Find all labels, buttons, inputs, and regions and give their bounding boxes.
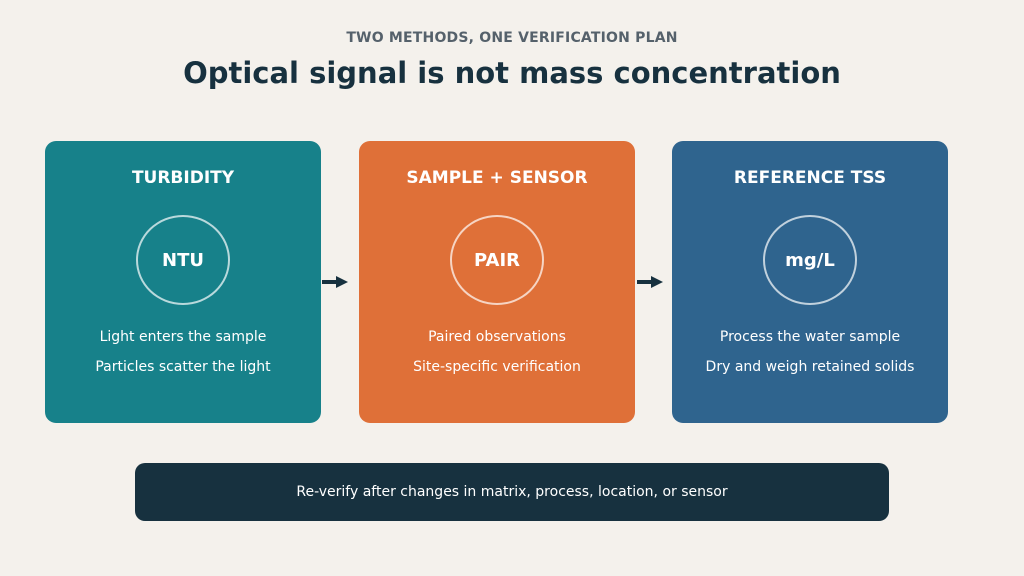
reference-tss-card: REFERENCE TSS mg/L Process the water sam… [672, 141, 948, 423]
sample-sensor-card: SAMPLE + SENSOR PAIR Paired observations… [359, 141, 635, 423]
reverify-note: Re-verify after changes in matrix, proce… [135, 463, 889, 521]
sample-sensor-heading: SAMPLE + SENSOR [406, 168, 588, 188]
reference-tss-line-1: Process the water sample [719, 329, 901, 345]
turbidity-card: TURBIDITY NTU Light enters the sample Pa… [45, 141, 321, 423]
reference-tss-description: Process the water sample Dry and weigh r… [692, 328, 928, 377]
pair-badge-label: PAIR [473, 250, 521, 271]
sample-sensor-line-2: Site-specific verification [413, 359, 581, 375]
mg-l-badge: mg/L [763, 215, 857, 305]
turbidity-description: Light enters the sample Particles scatte… [65, 328, 301, 377]
reference-tss-line-2: Dry and weigh retained solids [705, 359, 915, 375]
arrow-right-icon [637, 276, 663, 288]
turbidity-line-1: Light enters the sample [99, 329, 267, 345]
ntu-badge-label: NTU [162, 250, 204, 271]
eyebrow-label: TWO METHODS, ONE VERIFICATION PLAN [346, 30, 678, 46]
sample-sensor-line-1: Paired observations [428, 329, 566, 345]
mg-l-badge-label: mg/L [785, 250, 835, 271]
arrow-right-icon [322, 276, 348, 288]
ntu-badge: NTU [136, 215, 230, 305]
turbidity-heading: TURBIDITY [131, 168, 235, 188]
reference-tss-heading: REFERENCE TSS [733, 168, 887, 188]
sample-sensor-description: Paired observations Site-specific verifi… [379, 328, 615, 377]
turbidity-line-2: Particles scatter the light [95, 359, 271, 375]
pair-badge: PAIR [450, 215, 544, 305]
page-title: Optical signal is not mass concentration [183, 56, 841, 90]
